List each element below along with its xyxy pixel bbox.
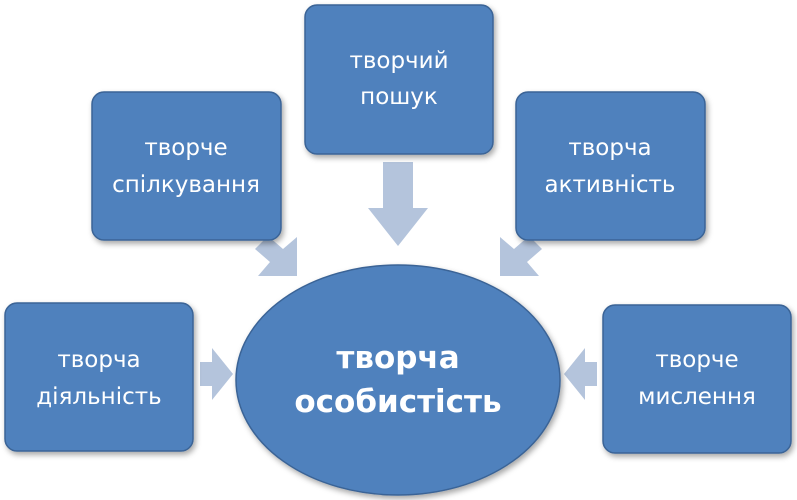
node-thinking-line2: мислення bbox=[638, 384, 756, 410]
node-thinking-line1: творче bbox=[655, 347, 738, 373]
center-node-line2: особистість bbox=[294, 384, 501, 420]
node-activity: творча діяльність bbox=[4, 302, 194, 452]
node-search-line1: творчий bbox=[349, 48, 448, 74]
node-search: творчий пошук bbox=[304, 4, 494, 155]
node-communication-line2: спілкування bbox=[112, 172, 260, 198]
node-activeness: творча активність bbox=[515, 91, 706, 241]
node-activeness-line1: творча bbox=[568, 135, 651, 161]
arrow-right-icon bbox=[200, 348, 233, 400]
node-activeness-line2: активність bbox=[545, 172, 676, 198]
arrow-left-icon bbox=[564, 348, 597, 400]
arrow-diagonal-right-icon bbox=[255, 236, 297, 276]
arrow-down-icon bbox=[368, 162, 428, 246]
node-activity-line2: діяльність bbox=[36, 384, 161, 410]
node-thinking: творче мислення bbox=[602, 304, 792, 454]
arrow-diagonal-left-icon bbox=[500, 236, 542, 276]
center-node: творча особистість bbox=[235, 264, 561, 496]
node-communication: творче спілкування bbox=[91, 91, 282, 241]
node-communication-line1: творче bbox=[144, 135, 227, 161]
node-search-line2: пошук bbox=[360, 84, 438, 110]
center-node-line1: творча bbox=[336, 340, 459, 376]
arrows-group bbox=[200, 162, 597, 400]
node-activity-line1: творча bbox=[57, 347, 140, 373]
